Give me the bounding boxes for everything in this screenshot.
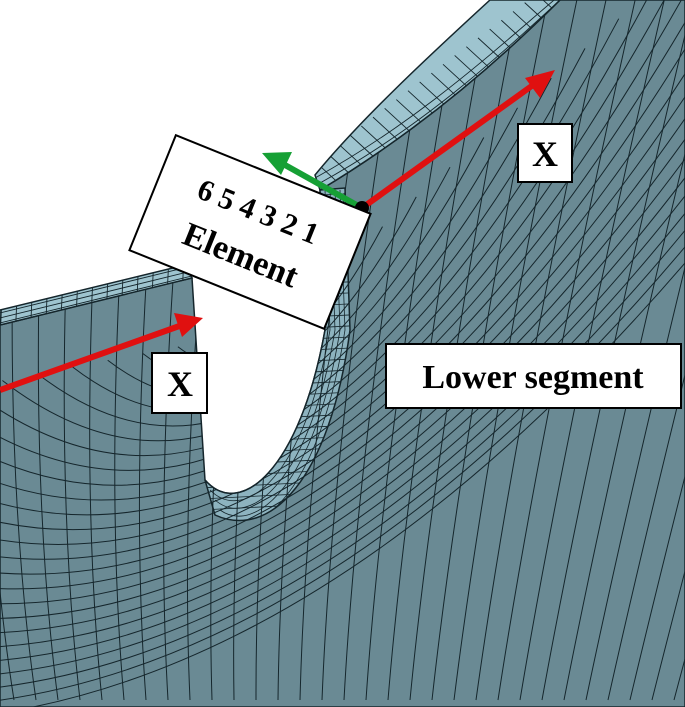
mesh-line xyxy=(0,0,685,664)
mesh-line xyxy=(396,99,421,122)
mesh-line xyxy=(0,0,685,590)
mesh-line xyxy=(0,0,685,619)
mesh-line xyxy=(315,0,560,179)
mesh-line xyxy=(489,28,514,52)
mesh-line xyxy=(209,189,331,501)
lower-segment-label: Lower segment xyxy=(422,359,644,396)
mesh-line xyxy=(361,125,386,149)
mesh-line xyxy=(0,273,192,324)
mesh-line xyxy=(0,0,685,634)
mesh-line xyxy=(224,189,346,521)
mesh-line xyxy=(629,0,685,701)
x-label-box-right: X xyxy=(517,123,573,183)
mesh-line xyxy=(607,0,685,701)
mesh-line xyxy=(466,46,491,69)
mesh-line xyxy=(0,265,192,314)
mesh-line xyxy=(384,108,409,131)
mesh-line xyxy=(431,72,456,96)
lower-segment-label-box: Lower segment xyxy=(385,343,682,409)
x-label-left: X xyxy=(167,364,193,404)
mesh-line xyxy=(0,0,15,701)
mesh-line xyxy=(337,143,363,166)
normal-arrow xyxy=(262,152,364,211)
mesh-line xyxy=(0,268,192,319)
mesh-line xyxy=(407,90,433,114)
x-label-right: X xyxy=(532,134,558,174)
x-axis-arrow-right xyxy=(360,70,555,211)
mesh-line xyxy=(0,0,685,575)
x-axis-arrow-left xyxy=(0,313,203,393)
mesh-line xyxy=(454,55,479,78)
mesh-line xyxy=(219,189,341,517)
mesh-line xyxy=(0,0,685,679)
mesh-line xyxy=(0,0,685,605)
mesh-line xyxy=(214,189,336,509)
mesh-line xyxy=(0,0,685,560)
mesh-line xyxy=(651,0,685,701)
mesh-line xyxy=(419,81,444,105)
mesh-line xyxy=(319,0,560,184)
mesh-line xyxy=(442,63,468,87)
x-label-box-left: X xyxy=(151,352,208,414)
element-label-box: 6 5 4 3 2 1 Element xyxy=(128,133,372,331)
mesh-line xyxy=(372,116,398,140)
mesh-line xyxy=(0,0,685,649)
